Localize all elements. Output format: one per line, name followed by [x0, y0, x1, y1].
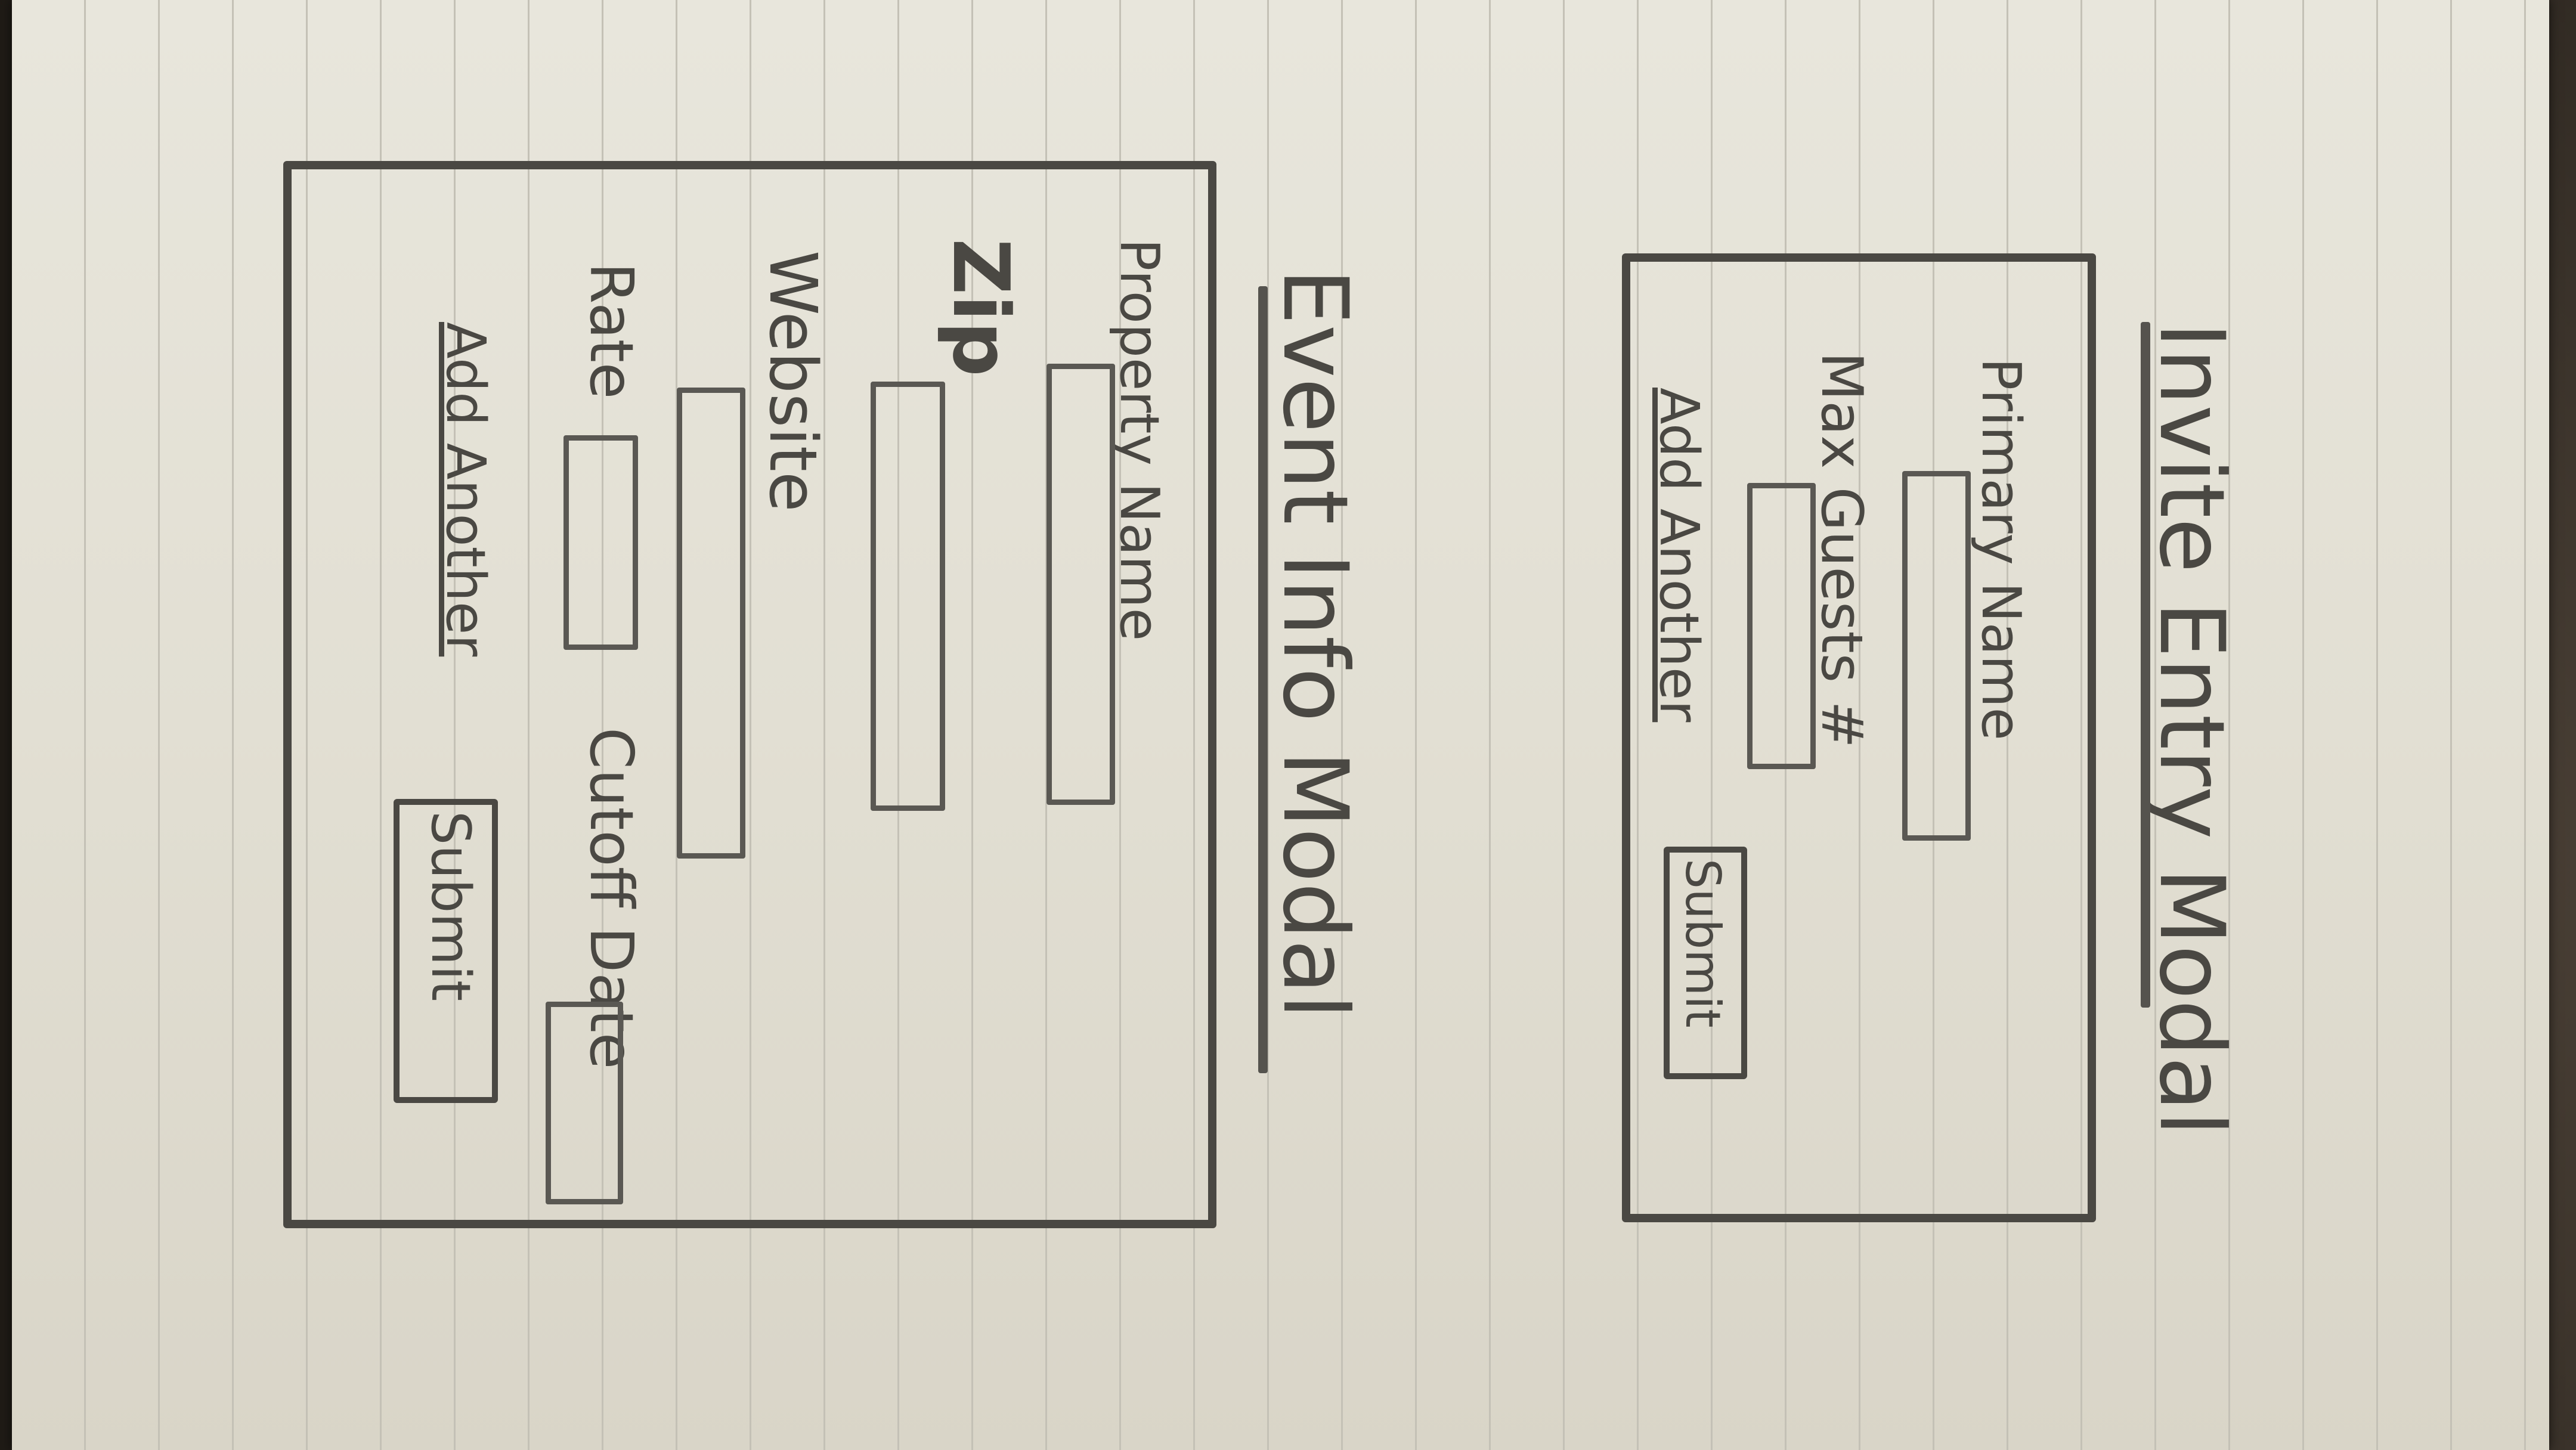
invite-submit-button[interactable]: [1664, 847, 1747, 1079]
website-label: Website: [755, 250, 831, 512]
rate-input[interactable]: [564, 435, 638, 650]
primary-name-label: Primary Name: [1970, 358, 2032, 741]
invite-modal-title: Invite Entry Modal: [2140, 322, 2243, 1136]
event-submit-button[interactable]: [394, 799, 498, 1103]
invite-entry-modal: [1622, 253, 2096, 1222]
invite-submit-label: Submit: [1675, 859, 1730, 1028]
website-input[interactable]: [677, 388, 745, 859]
invite-add-another-link[interactable]: Add Another: [1648, 388, 1710, 723]
zip-label: Zip: [936, 238, 1026, 377]
event-info-modal: [283, 161, 1216, 1228]
event-modal-title: Event Info Modal: [1263, 268, 1367, 1019]
cutoff-date-input[interactable]: [546, 1002, 623, 1204]
property-name-label: Property Name: [1108, 238, 1171, 641]
property-name-input[interactable]: [1046, 364, 1115, 805]
rate-label: Rate: [577, 262, 646, 399]
primary-name-input[interactable]: [1902, 471, 1971, 841]
invite-modal-title-underline: [2141, 322, 2150, 1008]
zip-input[interactable]: [871, 382, 945, 811]
event-submit-label: Submit: [419, 811, 482, 1002]
lined-paper-sheet: Event Info Modal Property Name Zip Websi…: [12, 0, 2549, 1450]
max-guests-label: Max Guests #: [1809, 352, 1874, 748]
event-modal-title-underline: [1258, 286, 1268, 1073]
event-add-another-link[interactable]: Add Another: [434, 322, 497, 657]
max-guests-input[interactable]: [1747, 483, 1816, 769]
